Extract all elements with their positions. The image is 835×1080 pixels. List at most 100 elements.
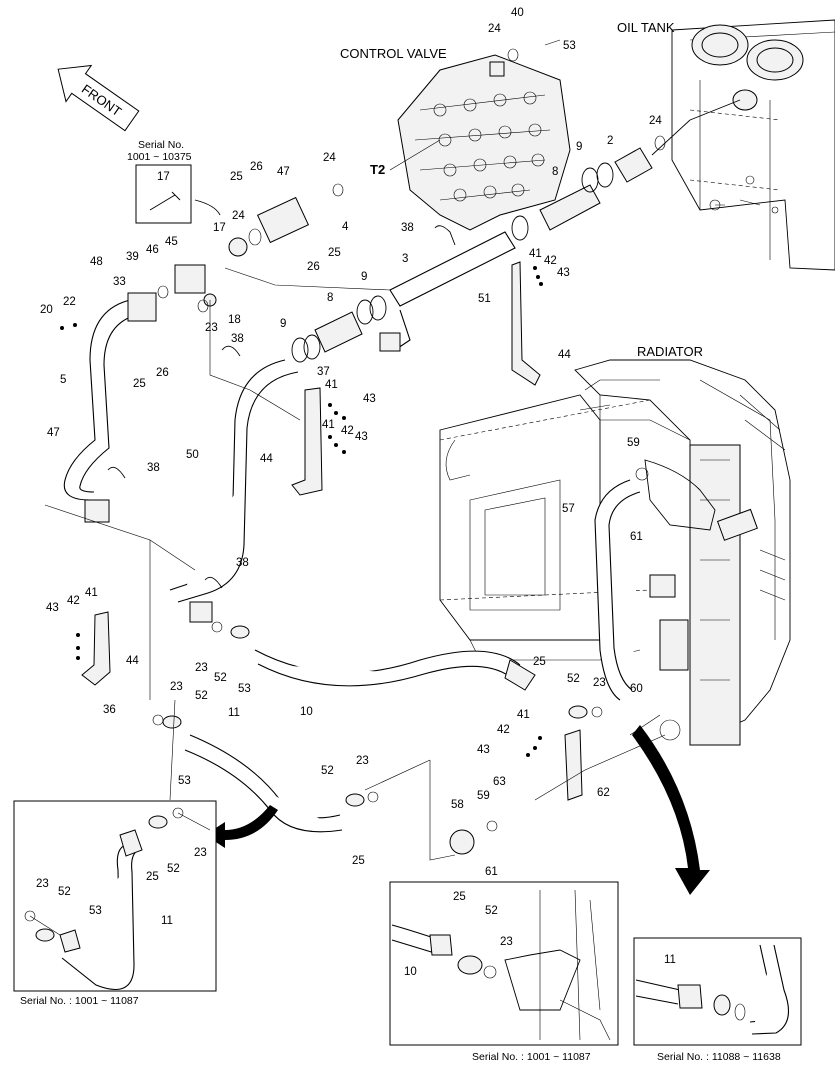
- inset-left-drawing: [24, 807, 211, 990]
- callout-42: 42: [497, 724, 510, 736]
- callout-38: 38: [236, 557, 249, 569]
- callout-47: 47: [47, 427, 60, 439]
- callout-24: 24: [232, 210, 245, 222]
- inset-right-drawing: [635, 944, 790, 1035]
- callout-23: 23: [500, 936, 513, 948]
- oil-tank-drawing: [671, 19, 835, 271]
- callout-23: 23: [356, 755, 369, 767]
- clamps-52: [162, 625, 588, 807]
- callout-50: 50: [186, 449, 199, 461]
- callout-44: 44: [558, 349, 571, 361]
- callout-44: 44: [126, 655, 139, 667]
- callout-25: 25: [328, 247, 341, 259]
- callout-23: 23: [593, 677, 606, 689]
- callout-52: 52: [214, 672, 227, 684]
- callout-23: 23: [205, 322, 218, 334]
- u-bolts-38: [107, 225, 456, 589]
- callout-53: 53: [238, 683, 251, 695]
- callout-41: 41: [322, 419, 335, 431]
- callout-43: 43: [46, 602, 59, 614]
- serial-bottom-left: Serial No. : 1001 ~ 11087: [20, 995, 139, 1007]
- callout-25: 25: [533, 656, 546, 668]
- callout-22: 22: [63, 296, 76, 308]
- callout-41: 41: [325, 379, 338, 391]
- block-4: [256, 196, 310, 244]
- callout-40: 40: [511, 7, 524, 19]
- callout-42: 42: [67, 595, 80, 607]
- callout-52: 52: [167, 863, 180, 875]
- block-33: [127, 292, 157, 322]
- callout-47: 47: [277, 166, 290, 178]
- callout-43: 43: [477, 744, 490, 756]
- callout-43: 43: [355, 431, 368, 443]
- control-valve-title: CONTROL VALVE: [340, 46, 447, 61]
- callout-9: 9: [280, 318, 286, 330]
- callout-36: 36: [103, 704, 116, 716]
- callout-41: 41: [85, 587, 98, 599]
- bracket-36: [81, 611, 111, 686]
- callout-63: 63: [493, 776, 506, 788]
- callout-24: 24: [649, 115, 662, 127]
- o-rings: [152, 48, 666, 832]
- callout-3: 3: [402, 253, 408, 265]
- callout-labels: 40 24 53 24 2 9 8 38 41 42 43 51 44 17 2…: [36, 7, 676, 978]
- callout-59: 59: [627, 437, 640, 449]
- bracket-62: [564, 729, 583, 801]
- serial-top-left-range: 1001 ~ 10375: [127, 151, 192, 163]
- callout-41: 41: [517, 709, 530, 721]
- callout-11: 11: [161, 915, 173, 927]
- callout-18: 18: [228, 314, 241, 326]
- control-valve-drawing: [397, 54, 571, 231]
- callout-25: 25: [352, 855, 365, 867]
- callout-23: 23: [194, 847, 207, 859]
- callout-25: 25: [146, 871, 159, 883]
- callout-24: 24: [488, 23, 501, 35]
- radiator-drawing: [574, 359, 791, 746]
- callout-41: 41: [529, 248, 542, 260]
- callout-8: 8: [327, 292, 333, 304]
- callout-44: 44: [260, 453, 273, 465]
- callout-25: 25: [133, 378, 146, 390]
- callout-57: 57: [562, 503, 575, 515]
- callout-10: 10: [404, 966, 417, 978]
- callout-10: 10: [300, 706, 313, 718]
- callout-23: 23: [36, 878, 49, 890]
- callout-25: 25: [453, 891, 466, 903]
- tube-2: [614, 147, 653, 183]
- hose-8-upper: [539, 184, 601, 231]
- callout-43: 43: [557, 267, 570, 279]
- serial-bottom-middle: Serial No. : 1001 ~ 11087: [472, 1051, 591, 1063]
- callout-52: 52: [567, 673, 580, 685]
- callout-52: 52: [195, 690, 208, 702]
- pipe-3: [389, 231, 516, 307]
- hose-8-middle: [314, 311, 363, 353]
- callout-42: 42: [341, 425, 354, 437]
- callout-9: 9: [576, 141, 582, 153]
- callout-33: 33: [113, 276, 126, 288]
- arrow-to-inset-right: [632, 725, 710, 895]
- bracket-51: [511, 261, 541, 386]
- callout-5: 5: [60, 374, 66, 386]
- callout-52: 52: [58, 886, 71, 898]
- serial-top-left-label: Serial No.: [138, 139, 184, 151]
- clamps-9: [291, 162, 614, 363]
- callout-38: 38: [231, 333, 244, 345]
- callout-61: 61: [485, 866, 498, 878]
- serial-inset-box: [135, 164, 192, 224]
- callout-48: 48: [90, 256, 103, 268]
- callout-17: 17: [213, 222, 226, 234]
- callout-23: 23: [195, 662, 208, 674]
- arrow-to-inset-left: [205, 805, 278, 848]
- callout-38: 38: [147, 462, 160, 474]
- leader-lines: [44, 39, 666, 861]
- callout-37: 37: [317, 366, 330, 378]
- callout-45: 45: [165, 236, 178, 248]
- callout-2: 2: [607, 135, 613, 147]
- callout-60: 60: [630, 683, 643, 695]
- callout-51: 51: [478, 293, 491, 305]
- bracket-37: [291, 387, 323, 496]
- callout-24: 24: [323, 152, 336, 164]
- inset-middle-drawing: [391, 889, 611, 1041]
- callout-53: 53: [178, 775, 191, 787]
